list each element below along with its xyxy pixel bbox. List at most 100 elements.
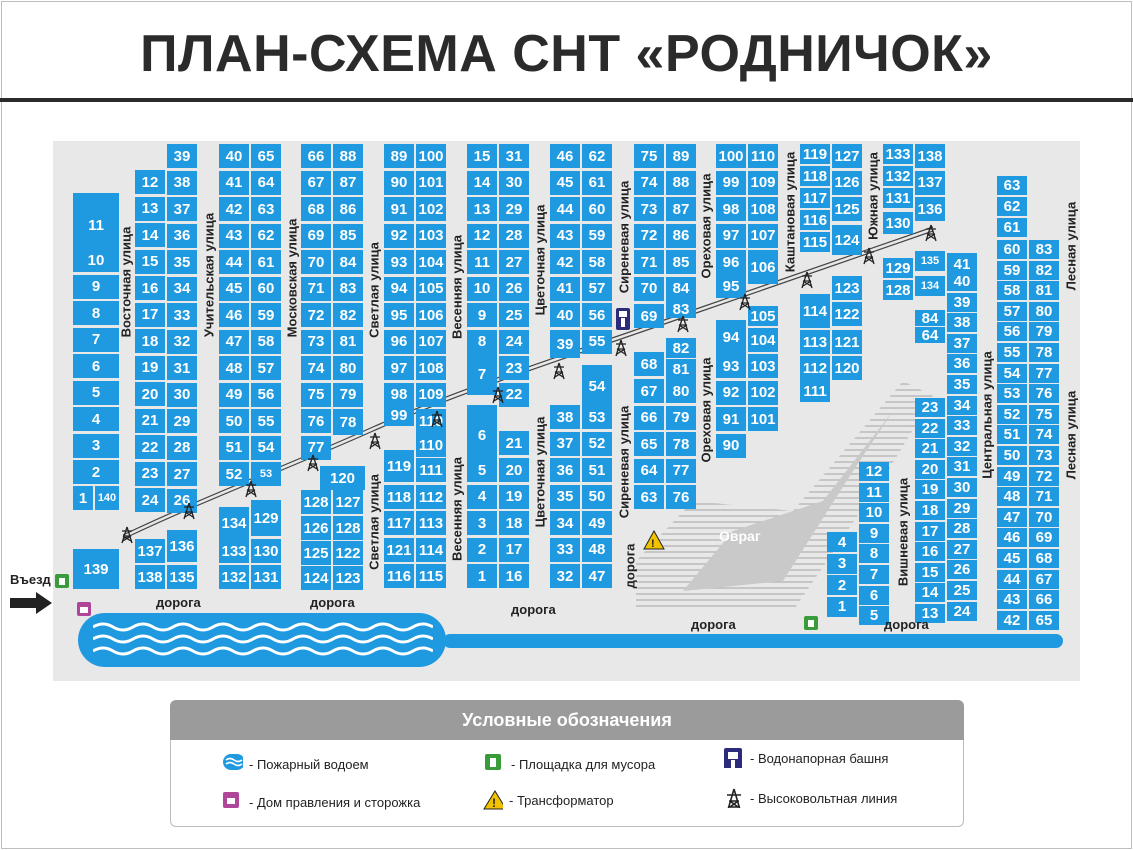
plot-31[interactable]: 31 [947, 457, 977, 477]
plot-5[interactable]: 5 [859, 606, 889, 626]
plot-90[interactable]: 90 [716, 433, 746, 458]
plot-56[interactable]: 56 [582, 303, 612, 327]
plot-20[interactable]: 20 [499, 458, 529, 482]
plot-86[interactable]: 86 [666, 223, 696, 248]
plot-137[interactable]: 137 [915, 170, 945, 195]
plot-84[interactable]: 84 [333, 250, 363, 274]
plot-95[interactable]: 95 [384, 303, 414, 327]
plot-55[interactable]: 55 [251, 409, 281, 433]
plot-44[interactable]: 44 [997, 569, 1027, 589]
plot-84[interactable]: 84 [666, 276, 696, 301]
plot-9[interactable]: 9 [73, 274, 119, 299]
plot-42[interactable]: 42 [550, 250, 580, 274]
plot-57[interactable]: 57 [582, 276, 612, 301]
plot-109[interactable]: 109 [748, 170, 778, 195]
plot-66[interactable]: 66 [1029, 590, 1059, 610]
plot-25[interactable]: 25 [499, 303, 529, 327]
plot-137[interactable]: 137 [135, 539, 165, 563]
plot-52[interactable]: 52 [997, 404, 1027, 424]
plot-10[interactable]: 10 [859, 503, 889, 523]
plot-36[interactable]: 36 [947, 354, 977, 374]
plot-33[interactable]: 33 [947, 416, 977, 436]
plot-2[interactable]: 2 [467, 537, 497, 562]
plot-73[interactable]: 73 [1029, 446, 1059, 465]
plot-112[interactable]: 112 [416, 485, 446, 509]
plot-60[interactable]: 60 [582, 197, 612, 221]
plot-41[interactable]: 41 [947, 253, 977, 275]
plot-78[interactable]: 78 [333, 409, 363, 435]
plot-123[interactable]: 123 [333, 566, 363, 590]
plot-105[interactable]: 105 [748, 306, 778, 326]
plot-138[interactable]: 138 [915, 144, 945, 168]
plot-83[interactable]: 83 [1029, 240, 1059, 259]
plot-15[interactable]: 15 [467, 144, 497, 168]
plot-76[interactable]: 76 [1029, 384, 1059, 404]
plot-77[interactable]: 77 [666, 458, 696, 483]
plot-6[interactable]: 6 [467, 405, 497, 465]
plot-126[interactable]: 126 [832, 170, 862, 195]
plot-104[interactable]: 104 [416, 250, 446, 274]
plot-29[interactable]: 29 [167, 409, 197, 433]
plot-26[interactable]: 26 [167, 488, 197, 513]
plot-93[interactable]: 93 [384, 250, 414, 274]
plot-119[interactable]: 119 [800, 144, 830, 164]
plot-104[interactable]: 104 [748, 328, 778, 352]
plot-128[interactable]: 128 [301, 490, 331, 514]
plot-15[interactable]: 15 [915, 562, 945, 582]
plot-38[interactable]: 38 [947, 313, 977, 333]
plot-29[interactable]: 29 [947, 498, 977, 518]
plot-23[interactable]: 23 [915, 398, 945, 417]
plot-52[interactable]: 52 [219, 462, 249, 486]
plot-127[interactable]: 127 [832, 144, 862, 168]
plot-105[interactable]: 105 [416, 276, 446, 301]
plot-40[interactable]: 40 [219, 144, 249, 168]
plot-70[interactable]: 70 [301, 250, 331, 274]
plot-74[interactable]: 74 [301, 356, 331, 380]
plot-100[interactable]: 100 [716, 144, 746, 168]
plot-93[interactable]: 93 [716, 354, 746, 378]
plot-24[interactable]: 24 [135, 488, 165, 512]
plot-111[interactable]: 111 [800, 380, 830, 402]
plot-47[interactable]: 47 [219, 329, 249, 354]
plot-17[interactable]: 17 [915, 521, 945, 541]
plot-46[interactable]: 46 [219, 303, 249, 327]
plot-2[interactable]: 2 [73, 460, 119, 484]
plot-126[interactable]: 126 [301, 516, 331, 540]
plot-20[interactable]: 20 [135, 382, 165, 406]
plot-116[interactable]: 116 [384, 564, 414, 588]
plot-11[interactable]: 11 [467, 250, 497, 274]
plot-20[interactable]: 20 [915, 459, 945, 479]
plot-83[interactable]: 83 [666, 300, 696, 318]
plot-18[interactable]: 18 [915, 501, 945, 520]
plot-68[interactable]: 68 [634, 352, 664, 376]
plot-33[interactable]: 33 [550, 537, 580, 562]
plot-9[interactable]: 9 [467, 303, 497, 327]
plot-8[interactable]: 8 [467, 329, 497, 354]
plot-70[interactable]: 70 [634, 276, 664, 301]
plot-42[interactable]: 42 [997, 610, 1027, 630]
plot-124[interactable]: 124 [832, 225, 862, 255]
plot-125[interactable]: 125 [301, 541, 331, 565]
plot-19[interactable]: 19 [135, 355, 165, 380]
plot-21[interactable]: 21 [915, 439, 945, 459]
plot-66[interactable]: 66 [634, 405, 664, 430]
plot-98[interactable]: 98 [716, 197, 746, 221]
plot-51[interactable]: 51 [582, 458, 612, 482]
plot-6[interactable]: 6 [859, 585, 889, 605]
plot-85[interactable]: 85 [666, 250, 696, 274]
plot-8[interactable]: 8 [73, 301, 119, 325]
plot-56[interactable]: 56 [997, 322, 1027, 342]
plot-88[interactable]: 88 [333, 144, 363, 168]
plot-88[interactable]: 88 [666, 170, 696, 195]
plot-38[interactable]: 38 [550, 405, 580, 429]
plot-22[interactable]: 22 [499, 382, 529, 407]
plot-49[interactable]: 49 [997, 466, 1027, 486]
plot-106[interactable]: 106 [416, 303, 446, 327]
plot-37[interactable]: 37 [167, 197, 197, 221]
plot-48[interactable]: 48 [219, 356, 249, 380]
plot-79[interactable]: 79 [666, 405, 696, 430]
plot-87[interactable]: 87 [333, 170, 363, 195]
plot-122[interactable]: 122 [333, 541, 363, 565]
plot-69[interactable]: 69 [1029, 528, 1059, 548]
plot-133[interactable]: 133 [883, 144, 913, 164]
